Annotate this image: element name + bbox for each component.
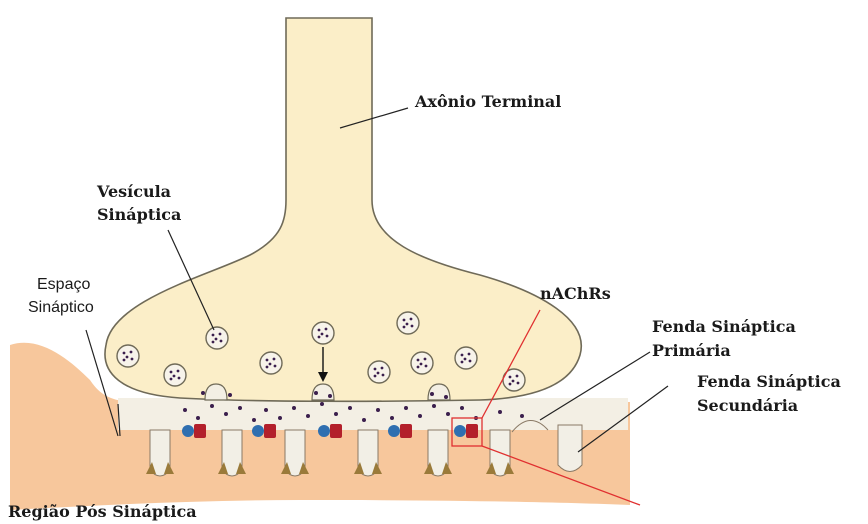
secondary-cleft-label-line1: Fenda Sináptica (697, 372, 841, 391)
axon-terminal-label: Axônio Terminal (414, 92, 561, 111)
primary-cleft-label-line1: Fenda Sináptica (652, 317, 796, 336)
secondary-cleft-label-line2: Secundária (697, 396, 798, 415)
postsynaptic-region-label: Região Pós Sináptica (8, 502, 197, 521)
synaptic-space-label-line2: Sináptico (28, 299, 94, 316)
vesicle-label-line1: Vesícula (96, 182, 171, 201)
synaptic-space-label-line1: Espaço (37, 276, 90, 293)
vesicle-label-line2: Sináptica (97, 205, 181, 224)
primary-cleft-label-line2: Primária (652, 341, 731, 360)
nachrs-label: nAChRs (540, 284, 611, 303)
